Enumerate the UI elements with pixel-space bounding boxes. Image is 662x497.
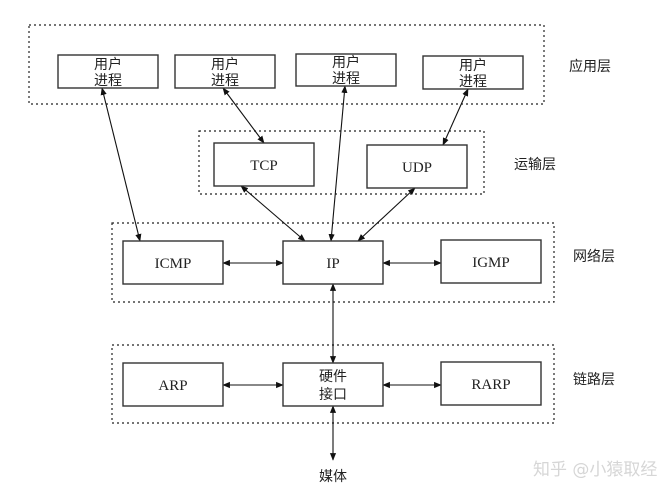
layer-label-link: 链路层 bbox=[573, 372, 615, 388]
node-label: 进程 bbox=[459, 74, 487, 90]
node-label: IGMP bbox=[472, 255, 510, 271]
node-label: UDP bbox=[402, 160, 432, 176]
node-arp: ARP bbox=[122, 362, 224, 407]
node-label: TCP bbox=[250, 158, 278, 174]
node-udp: UDP bbox=[366, 144, 468, 189]
node-label: 用户 bbox=[211, 56, 239, 73]
node-label: IP bbox=[326, 256, 339, 272]
node-rarp: RARP bbox=[440, 361, 542, 406]
layer-label-network: 网络层 bbox=[573, 249, 615, 265]
node-tcp: TCP bbox=[213, 142, 315, 187]
node-user-process-3: 用户 进程 bbox=[295, 53, 397, 87]
layer-label-transport: 运输层 bbox=[514, 157, 556, 173]
layer-label-app: 应用层 bbox=[569, 58, 611, 75]
node-label: ARP bbox=[158, 378, 187, 394]
edge-up4-udp bbox=[442, 88, 469, 146]
edge-up2-tcp bbox=[222, 87, 265, 144]
node-label: ICMP bbox=[155, 256, 192, 272]
node-label: 用户 bbox=[94, 56, 122, 73]
watermark: 知乎 @小猿取经 bbox=[533, 460, 657, 480]
edge-up3-ip bbox=[328, 85, 348, 242]
edge-tcp-ip bbox=[240, 185, 306, 242]
node-igmp: IGMP bbox=[440, 239, 542, 284]
node-label: 进程 bbox=[211, 73, 239, 89]
node-icmp: ICMP bbox=[122, 240, 224, 285]
node-user-process-2: 用户 进程 bbox=[174, 54, 276, 89]
edge-up1-icmp bbox=[100, 87, 142, 242]
media-label: 媒体 bbox=[319, 469, 347, 485]
node-label: 接口 bbox=[319, 386, 347, 403]
node-label: RARP bbox=[471, 377, 510, 393]
layer-box-app bbox=[28, 24, 545, 105]
node-ip: IP bbox=[282, 240, 384, 285]
node-label: 用户 bbox=[459, 57, 487, 74]
node-label: 进程 bbox=[94, 73, 122, 89]
node-label: 用户 bbox=[332, 54, 360, 71]
node-user-process-4: 用户 进程 bbox=[422, 55, 524, 90]
node-hardware-interface: 硬件 接口 bbox=[282, 362, 384, 407]
node-label: 进程 bbox=[332, 71, 360, 87]
node-user-process-1: 用户 进程 bbox=[57, 54, 159, 89]
edge-udp-ip bbox=[357, 187, 416, 242]
node-label: 硬件 bbox=[319, 369, 347, 385]
